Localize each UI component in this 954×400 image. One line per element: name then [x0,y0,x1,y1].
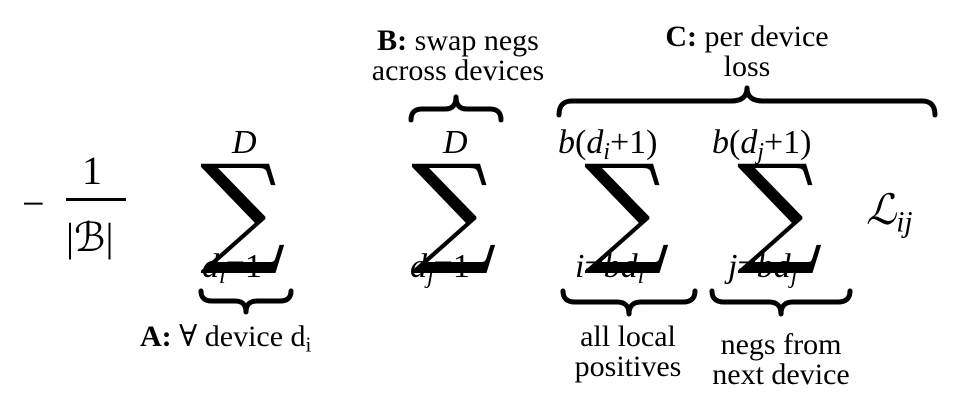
sum-b-sigma: ∑ [411,140,497,279]
annotation-b-label: B: [377,24,408,57]
annotation-c1-line1: all local [580,320,676,353]
annotation-b-line1: swap negs [414,24,539,57]
annotation-b: B: swap negs across devices [340,26,576,86]
sum-c1-upper-text: b(di+1) [558,124,658,165]
sum-a-lower-limit: di=1 [202,250,262,289]
annotation-c: C: per device loss [622,22,872,82]
annotation-c2-line1: negs from [720,328,842,361]
annotation-c2: negs from next device [700,330,862,390]
summand-text: ℒij [866,188,913,239]
sum-a-upper-limit: D [232,124,257,161]
brace-c-over [556,85,938,118]
annotation-c-line2: loss [723,50,771,83]
annotation-c2-line2: next device [712,358,850,391]
sum-c1-lower-text: i=bdi [575,248,645,289]
sum-c1-lower-limit: i=bdi [575,250,644,289]
sum-c2-sigma: ∑ [737,140,823,279]
brace-b-over [408,94,504,123]
sum-a-sigma: ∑ [200,140,286,279]
sum-c2-lower-limit: j=bdj [728,250,797,289]
sum-b-lower-limit: dj=1 [410,250,470,289]
sum-a-lower-text: di=1 [202,248,262,289]
brace-a-under [198,288,294,315]
brace-c2-under [709,288,853,317]
annotation-c1: all local positives [548,322,708,382]
sum-c1-sigma: ∑ [584,140,670,279]
sum-b-lower-text: dj=1 [410,248,470,289]
summand-loss: ℒij [866,190,913,238]
annotation-a: A: ∀ device di [140,322,311,359]
brace-c1-under [560,288,698,317]
annotation-b-line2: across devices [371,54,545,87]
sum-c2-upper-limit: b(dj+1) [712,126,811,165]
annotation-c-line1: per device [704,20,829,53]
annotation-c1-line2: positives [574,350,682,383]
fraction-denominator: |ℬ| [66,215,114,260]
sum-c2-upper-text: b(dj+1) [712,124,812,165]
annotation-c-label: C: [665,20,698,53]
minus-sign: − [22,181,45,226]
sum-c2-lower-text: j=bdj [728,248,798,289]
fraction-bar [66,198,126,201]
sum-b-upper-limit: D [443,124,468,161]
annotation-a-label: A: [140,320,172,353]
annotation-a-text: ∀ device di [179,320,312,357]
sum-c1-upper-limit: b(di+1) [558,126,657,165]
fraction-numerator: 1 [82,148,102,193]
